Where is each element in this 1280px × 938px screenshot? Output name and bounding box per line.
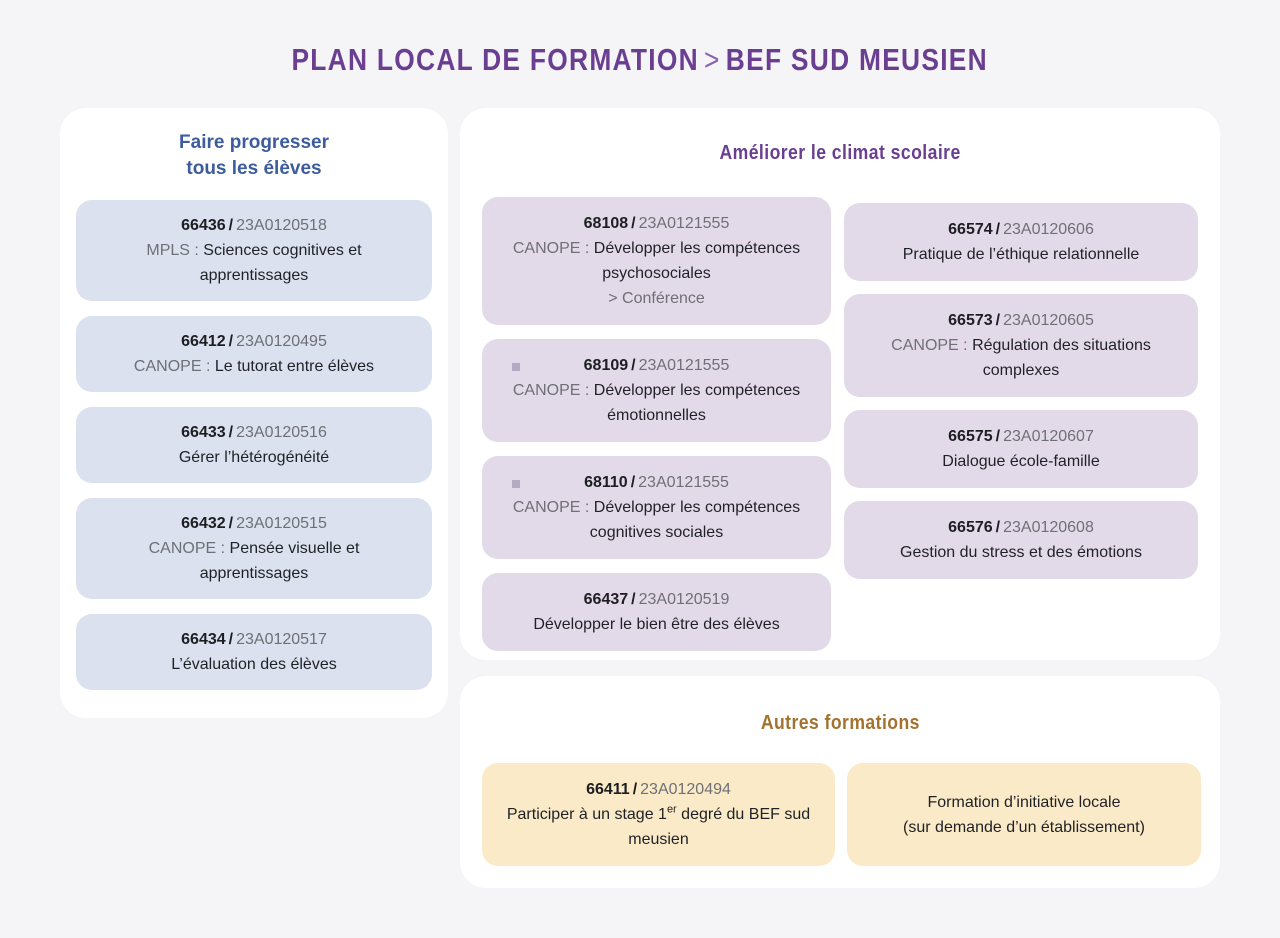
- formation-card-66433: 66433/23A0120516 Gérer l’hétérogénéité: [76, 407, 432, 483]
- square-bullet-icon: [512, 363, 520, 371]
- course-code: 68108/23A0121555: [583, 215, 730, 232]
- course-label: Gestion du stress et des émotions: [900, 544, 1142, 561]
- course-code: 66574/23A0120606: [948, 221, 1094, 238]
- autres-cards: 66411/23A0120494 Participer à un stage 1…: [482, 763, 1201, 866]
- course-label: CANOPE : Développer les compétences émot…: [512, 382, 801, 424]
- course-note: > Conférence: [608, 290, 705, 307]
- course-label: CANOPE : Le tutorat entre élèves: [133, 358, 375, 375]
- section-faire-progresser: Faire progresser tous les élèves 66436/2…: [60, 108, 448, 718]
- section-autres-formations: Autres formations 66411/23A0120494 Parti…: [460, 676, 1220, 888]
- course-label: Gérer l’hétérogénéité: [178, 449, 330, 466]
- formation-card-66437: 66437/23A0120519 Développer le bien être…: [482, 573, 832, 651]
- course-code: 66576/23A0120608: [948, 519, 1094, 536]
- formation-card-66574: 66574/23A0120606 Pratique de l’éthique r…: [844, 203, 1198, 281]
- formation-card-68108: 68108/23A0121555 CANOPE : Développer les…: [482, 197, 832, 325]
- page-title-main: PLAN LOCAL DE FORMATION: [291, 42, 700, 77]
- formation-card-66411: 66411/23A0120494 Participer à un stage 1…: [482, 763, 835, 866]
- page-title-sub: BEF SUD MEUSIEN: [726, 42, 989, 77]
- formation-card-66434: 66434/23A0120517 L’évaluation des élèves: [76, 614, 432, 690]
- course-code: 66412/23A0120495: [181, 333, 327, 350]
- course-label: CANOPE : Développer les compétences cogn…: [512, 499, 801, 541]
- section-title-autres-formations: Autres formations: [760, 712, 920, 734]
- formation-card-fil: Formation d’initiative locale (sur deman…: [847, 763, 1201, 866]
- course-code: 66573/23A0120605: [948, 312, 1094, 329]
- superscript-er: er: [666, 803, 677, 816]
- course-code: 66436/23A0120518: [181, 217, 327, 234]
- chevron-separator: >: [704, 42, 721, 77]
- section-title-faire-progresser: Faire progresser tous les élèves: [179, 132, 329, 179]
- climat-columns: 68108/23A0121555 CANOPE : Développer les…: [482, 197, 1198, 651]
- course-label: Participer à un stage 1er degré du BEF s…: [506, 803, 811, 848]
- section-climat-scolaire: Améliorer le climat scolaire 68108/23A01…: [460, 108, 1220, 660]
- formation-card-66576: 66576/23A0120608 Gestion du stress et de…: [844, 501, 1198, 579]
- course-label: Formation d’initiative locale (sur deman…: [903, 793, 1145, 836]
- course-label: MPLS : Sciences cognitives et apprentiss…: [146, 242, 362, 284]
- course-code: 68110/23A0121555: [584, 474, 729, 491]
- course-code: 66434/23A0120517: [181, 631, 327, 648]
- climat-column-1: 68108/23A0121555 CANOPE : Développer les…: [482, 197, 832, 651]
- formation-card-68110: 68110/23A0121555 CANOPE : Développer les…: [482, 456, 832, 559]
- course-label: CANOPE : Régulation des situations compl…: [891, 337, 1151, 379]
- faire-progresser-cards: 66436/23A0120518 MPLS : Sciences cogniti…: [76, 200, 432, 690]
- section-title-climat-scolaire: Améliorer le climat scolaire: [719, 142, 961, 164]
- formation-card-66575: 66575/23A0120607 Dialogue école-famille: [844, 410, 1198, 488]
- course-code: 68109/23A0121555: [583, 357, 730, 374]
- course-code: 66437/23A0120519: [583, 591, 730, 608]
- course-code: 66575/23A0120607: [948, 428, 1094, 445]
- course-label: Dialogue école-famille: [942, 453, 1100, 470]
- square-bullet-icon: [512, 480, 520, 488]
- page-title: PLAN LOCAL DE FORMATION>BEF SUD MEUSIEN: [0, 42, 1280, 78]
- course-code: 66433/23A0120516: [181, 424, 327, 441]
- course-label: Développer le bien être des élèves: [533, 616, 780, 633]
- formation-card-68109: 68109/23A0121555 CANOPE : Développer les…: [482, 339, 832, 442]
- course-label: L’évaluation des élèves: [171, 656, 337, 673]
- formation-card-66432: 66432/23A0120515 CANOPE : Pensée visuell…: [76, 498, 432, 599]
- formation-card-66412: 66412/23A0120495 CANOPE : Le tutorat ent…: [76, 316, 432, 392]
- course-code: 66432/23A0120515: [181, 515, 327, 532]
- course-code: 66411/23A0120494: [586, 781, 731, 798]
- course-label: CANOPE : Développer les compétences psyc…: [512, 240, 801, 282]
- course-label: CANOPE : Pensée visuelle et apprentissag…: [148, 540, 360, 582]
- formation-card-66436: 66436/23A0120518 MPLS : Sciences cogniti…: [76, 200, 432, 301]
- formation-card-66573: 66573/23A0120605 CANOPE : Régulation des…: [844, 294, 1198, 397]
- climat-column-2: 66574/23A0120606 Pratique de l’éthique r…: [844, 203, 1198, 651]
- course-label: Pratique de l’éthique relationnelle: [902, 246, 1140, 263]
